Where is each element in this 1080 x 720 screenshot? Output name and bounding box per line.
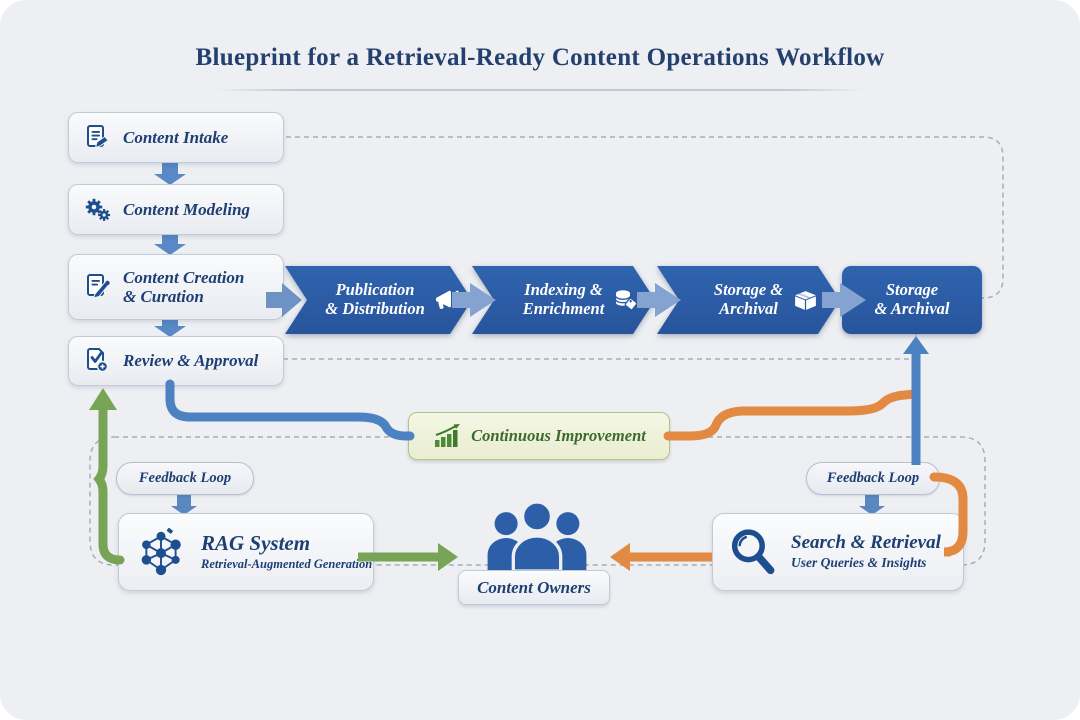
down-arrow: [154, 162, 186, 185]
database-tag-icon: [615, 289, 638, 310]
rag-system-box: RAG System Retrieval-Augmented Generatio…: [118, 513, 374, 591]
gears-icon: [85, 198, 111, 221]
arrowhead-right: [438, 543, 458, 571]
down-arrow: [859, 495, 885, 515]
feedback-loop-label: Feedback Loop: [138, 470, 232, 486]
people-icon: [487, 501, 587, 571]
pipeline-label-line2: Archival: [719, 299, 778, 318]
pipeline-label-line1: Storage &: [713, 280, 784, 300]
pipeline-step-indexing: Indexing & Enrichment: [472, 266, 673, 334]
flow-node-label: Review & Approval: [123, 351, 259, 371]
search-retrieval-box: Search & Retrieval User Queries & Insigh…: [712, 513, 964, 591]
search-retrieval-subtitle: User Queries & Insights: [791, 555, 927, 571]
flow-node-label: Content Intake: [123, 127, 229, 147]
flow-node-content-creation: Content Creation & Curation: [68, 254, 284, 320]
flow-node-content-modeling: Content Modeling: [68, 184, 284, 235]
connector-review-to-improvement: [165, 379, 415, 441]
arrowhead-up: [89, 388, 117, 410]
pipeline-label-line1: Publication: [335, 280, 415, 300]
title-divider: [215, 89, 865, 91]
flow-node-label-line2: & Curation: [123, 287, 204, 306]
pipeline-label-line2: Enrichment: [522, 299, 605, 318]
connector-improvement-to-storage: [663, 389, 919, 441]
search-retrieval-title: Search & Retrieval: [791, 531, 941, 553]
flow-node-review-approval: Review & Approval: [68, 336, 284, 386]
package-icon: [795, 290, 816, 310]
document-edit-icon: [87, 124, 109, 148]
dashed-review-to-storage-line: [274, 334, 917, 360]
pipeline-step-storage: Storage & Archival: [657, 266, 858, 334]
flow-node-content-intake: Content Intake: [68, 112, 284, 163]
feedback-loop-label: Feedback Loop: [826, 470, 920, 486]
pipeline-label-line1: Indexing &: [524, 280, 603, 300]
arrowhead-up: [903, 336, 929, 354]
rag-system-title: RAG System: [201, 530, 311, 555]
continuous-improvement-label: Continuous Improvement: [471, 426, 646, 445]
magnifier-icon: [731, 529, 775, 575]
down-arrow: [171, 495, 197, 515]
document-check-icon: [87, 348, 109, 373]
content-owners-label: Content Owners: [477, 577, 591, 597]
pipeline-step-publication: Publication & Distribution: [285, 266, 486, 334]
megaphone-icon: [435, 290, 460, 309]
flow-node-label-line1: Content Creation: [123, 267, 245, 287]
rag-system-subtitle: Retrieval-Augmented Generation: [201, 557, 373, 572]
pipeline-label-line2: & Archival: [874, 299, 950, 318]
pipeline-label-line1: Storage: [885, 280, 939, 300]
down-arrow: [154, 318, 186, 337]
continuous-improvement-box: Continuous Improvement: [408, 412, 670, 460]
pipeline-label-line2: & Distribution: [325, 299, 425, 318]
down-arrow: [154, 234, 186, 255]
flow-node-label: Content Modeling: [123, 199, 251, 219]
feedback-loop-pill-left: Feedback Loop: [116, 462, 254, 495]
feedback-loop-pill-right: Feedback Loop: [806, 462, 940, 495]
growth-chart-icon: [435, 424, 461, 447]
page-title: Blueprint for a Retrieval-Ready Content …: [195, 44, 885, 71]
pipeline-step-archival-end: Storage & Archival: [842, 266, 982, 334]
network-graph-icon: [141, 527, 181, 576]
content-owners-label-box: Content Owners: [458, 570, 610, 605]
document-pencil-icon: [87, 274, 110, 299]
arrowhead-left: [610, 543, 630, 571]
